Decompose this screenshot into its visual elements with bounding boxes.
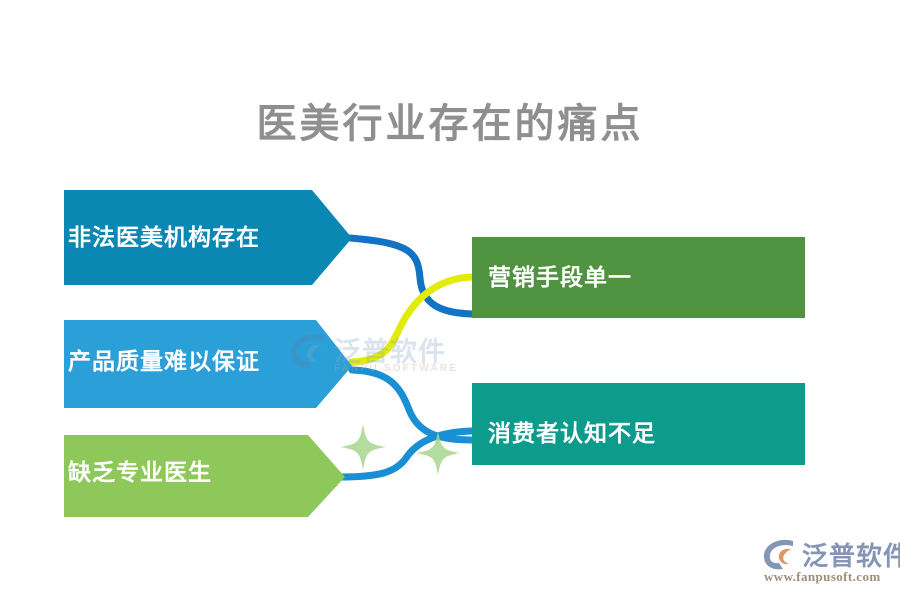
- left-arrow-shape-product-quality[interactable]: [64, 320, 352, 408]
- brand-logo-icon: [763, 539, 793, 570]
- page-title: 医美行业存在的痛点: [256, 102, 644, 146]
- right-box-shape-marketing[interactable]: [472, 237, 805, 318]
- sparkle-icon: [416, 431, 460, 475]
- right-box-label-marketing: 营销手段单一: [488, 264, 632, 290]
- left-arrow-group: [64, 190, 352, 517]
- right-box-label-awareness: 消费者认知不足: [488, 420, 656, 446]
- brand-logo: 泛普软件 www.fanpusoft.com: [762, 536, 900, 594]
- connector-illegal-clinics-to-marketing: [346, 234, 476, 318]
- left-arrow-label-lack-doctors: 缺乏专业医生: [68, 459, 212, 485]
- connector-product-quality-to-awareness: [348, 366, 476, 444]
- sparkle-icon: [340, 424, 386, 470]
- left-arrow-label-product-quality: 产品质量难以保证: [68, 348, 260, 374]
- right-box-group: [472, 237, 805, 465]
- connector-product-quality-to-marketing: [348, 273, 476, 366]
- left-arrow-shape-illegal-clinics[interactable]: [64, 190, 352, 285]
- left-arrow-label-illegal-clinics: 非法医美机构存在: [68, 224, 260, 250]
- connector-lack-doctors-to-awareness: [337, 427, 476, 481]
- right-box-shape-awareness[interactable]: [472, 383, 805, 465]
- left-arrow-shape-lack-doctors[interactable]: [64, 435, 345, 517]
- brand-logo-url: www.fanpusoft.com: [764, 569, 881, 584]
- brand-logo-name: 泛普软件: [802, 541, 900, 571]
- connector-group: [337, 234, 476, 481]
- sparkle-decoration-group: [340, 424, 460, 475]
